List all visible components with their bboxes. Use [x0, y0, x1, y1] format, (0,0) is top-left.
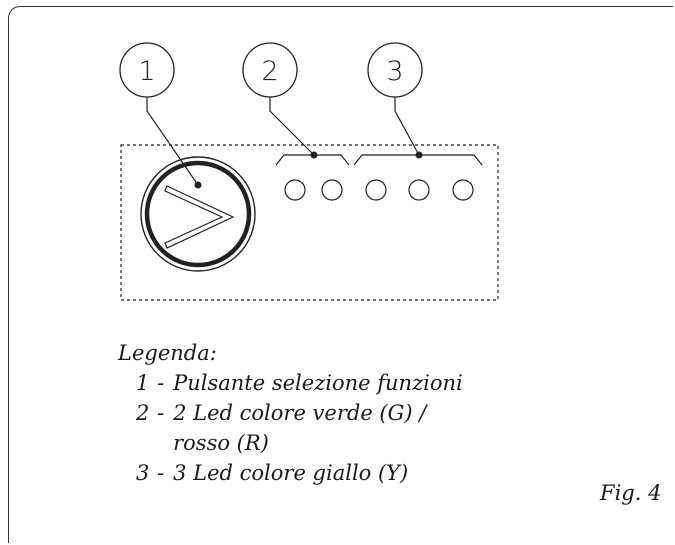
led-green-red-2 [321, 179, 343, 201]
leader-line-2 [269, 97, 315, 156]
led-yellow-1 [365, 179, 387, 201]
panel-outline [120, 144, 499, 301]
leader-line-1 [146, 97, 199, 186]
chevron-right-icon [164, 185, 235, 249]
legend: Legenda: 1 - Pulsante selezione funzioni… [118, 338, 473, 488]
legend-item-number: 3 [136, 461, 150, 485]
callout-1: 1 [119, 42, 175, 98]
leader-dot-2 [310, 151, 318, 159]
leader-dot-3 [415, 151, 423, 159]
figure-frame [8, 6, 673, 543]
legend-item-text: Pulsante selezione funzioni [173, 371, 463, 395]
led-yellow-2 [408, 179, 430, 201]
legend-item: 2 - 2 Led colore verde (G) / rosso (R) [118, 398, 473, 458]
leader-line-3 [394, 97, 420, 156]
legend-item-text: 3 Led colore giallo (Y) [173, 461, 409, 485]
legend-item-number: 2 [136, 401, 150, 425]
callout-3: 3 [367, 42, 423, 98]
legend-item-separator: - [157, 401, 165, 425]
legend-item-text: 2 Led colore verde (G) / rosso (R) [173, 401, 427, 455]
legend-item-separator: - [157, 371, 165, 395]
callout-1-label: 1 [138, 56, 155, 87]
callout-3-label: 3 [386, 56, 403, 87]
callout-2: 2 [242, 42, 298, 98]
led-yellow-3 [452, 179, 474, 201]
led-green-red-1 [284, 179, 306, 201]
legend-item: 1 - Pulsante selezione funzioni [118, 368, 473, 398]
callout-2-label: 2 [261, 56, 278, 87]
figure-label: Fig. 4 [600, 481, 662, 505]
function-select-button[interactable] [140, 156, 256, 272]
legend-item-separator: - [157, 461, 165, 485]
legend-item: 3 - 3 Led colore giallo (Y) [118, 458, 473, 488]
leader-dot-1 [194, 181, 202, 189]
legend-item-number: 1 [136, 371, 150, 395]
legend-title: Legenda: [118, 341, 217, 365]
